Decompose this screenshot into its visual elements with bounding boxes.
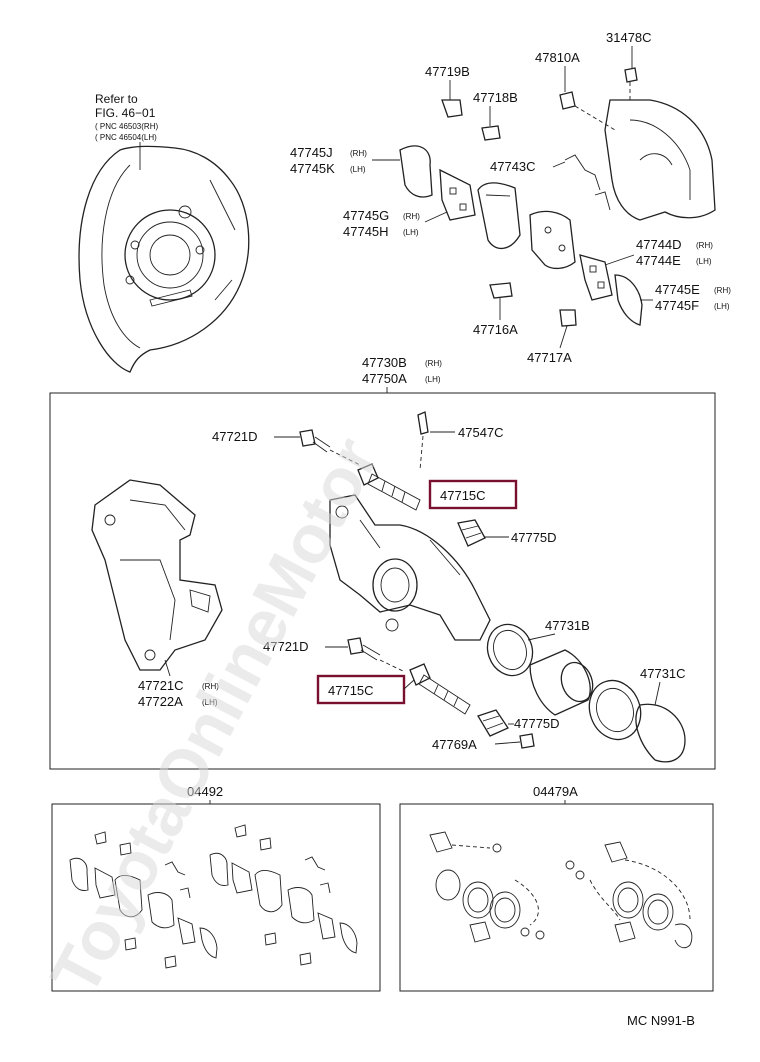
reference-line-2: FIG. 46−01 bbox=[95, 106, 156, 120]
label-47721D-top: 47721D bbox=[212, 429, 258, 444]
label-47730B: 47730B bbox=[362, 355, 407, 370]
label-47745K: 47745K bbox=[290, 161, 335, 176]
label-47745F-lh: (LH) bbox=[714, 302, 730, 311]
label-47717A: 47717A bbox=[527, 350, 572, 365]
label-47744E: 47744E bbox=[636, 253, 681, 268]
kit-04492-parts bbox=[69, 824, 358, 969]
reference-line-3: ( PNC 46503(RH) bbox=[95, 122, 158, 131]
label-47745F: 47745F bbox=[655, 298, 699, 313]
label-47745K-lh: (LH) bbox=[350, 165, 366, 174]
caliper-assembly-box bbox=[49, 392, 716, 770]
label-47721C: 47721C bbox=[138, 678, 184, 693]
label-47750A-lh: (LH) bbox=[425, 375, 441, 384]
label-47547C: 47547C bbox=[458, 425, 504, 440]
label-47745E-rh: (RH) bbox=[714, 286, 731, 295]
pad-kit-drawing bbox=[399, 67, 716, 327]
label-47745E: 47745E bbox=[655, 282, 700, 297]
kit-04479A-box bbox=[399, 803, 714, 992]
label-47744D-rh: (RH) bbox=[696, 241, 713, 250]
label-47745G: 47745G bbox=[343, 208, 389, 223]
kit-04479A: 04479A bbox=[399, 784, 714, 992]
figure-code: MC N991-B bbox=[627, 1013, 695, 1028]
label-47743C: 47743C bbox=[490, 159, 536, 174]
label-31478C: 31478C bbox=[606, 30, 652, 45]
label-47745H-lh: (LH) bbox=[403, 228, 419, 237]
label-47745J-rh: (RH) bbox=[350, 149, 367, 158]
label-47744D: 47744D bbox=[636, 237, 682, 252]
kit-04492: 04492 bbox=[51, 784, 381, 992]
label-47730B-rh: (RH) bbox=[425, 359, 442, 368]
caliper-assembly-drawing bbox=[91, 411, 686, 763]
label-47716A: 47716A bbox=[473, 322, 518, 337]
label-47721D-mid: 47721D bbox=[263, 639, 309, 654]
label-47722A-lh: (LH) bbox=[202, 698, 218, 707]
label-04479A: 04479A bbox=[533, 784, 578, 799]
reference-note: Refer to FIG. 46−01 ( PNC 46503(RH) ( PN… bbox=[95, 92, 158, 170]
label-47775D-top: 47775D bbox=[511, 530, 557, 545]
label-47745H: 47745H bbox=[343, 224, 389, 239]
kit-04479A-parts bbox=[429, 831, 693, 949]
highlight-47715C-bottom bbox=[316, 674, 406, 705]
top-labels: 31478C 47810A 47719B 47718B 47745J (RH) … bbox=[290, 30, 731, 393]
label-47745G-rh: (RH) bbox=[403, 212, 420, 221]
label-47722A: 47722A bbox=[138, 694, 183, 709]
label-47744E-lh: (LH) bbox=[696, 257, 712, 266]
label-47721C-rh: (RH) bbox=[202, 682, 219, 691]
label-47810A: 47810A bbox=[535, 50, 580, 65]
highlight-47715C-top bbox=[428, 479, 518, 510]
label-47718B: 47718B bbox=[473, 90, 518, 105]
watermark-text: ToyotaOnlineMotor bbox=[36, 425, 393, 1007]
caliper-labels: 47721D 47547C 47715C 47775D 47731B 47721… bbox=[138, 425, 686, 752]
label-04492: 04492 bbox=[187, 784, 223, 799]
label-47775D-bottom: 47775D bbox=[514, 716, 560, 731]
label-47731C: 47731C bbox=[640, 666, 686, 681]
reference-line-4: ( PNC 46504(LH) bbox=[95, 133, 157, 142]
label-47769A: 47769A bbox=[432, 737, 477, 752]
label-47715C-bottom: 47715C bbox=[328, 683, 374, 698]
label-47745J: 47745J bbox=[290, 145, 333, 160]
reference-line-1: Refer to bbox=[95, 92, 138, 106]
label-47731B: 47731B bbox=[545, 618, 590, 633]
label-47750A: 47750A bbox=[362, 371, 407, 386]
label-47719B: 47719B bbox=[425, 64, 470, 79]
backing-plate-drawing bbox=[78, 145, 250, 373]
label-47715C-top: 47715C bbox=[440, 488, 486, 503]
kit-04492-box bbox=[51, 803, 381, 992]
